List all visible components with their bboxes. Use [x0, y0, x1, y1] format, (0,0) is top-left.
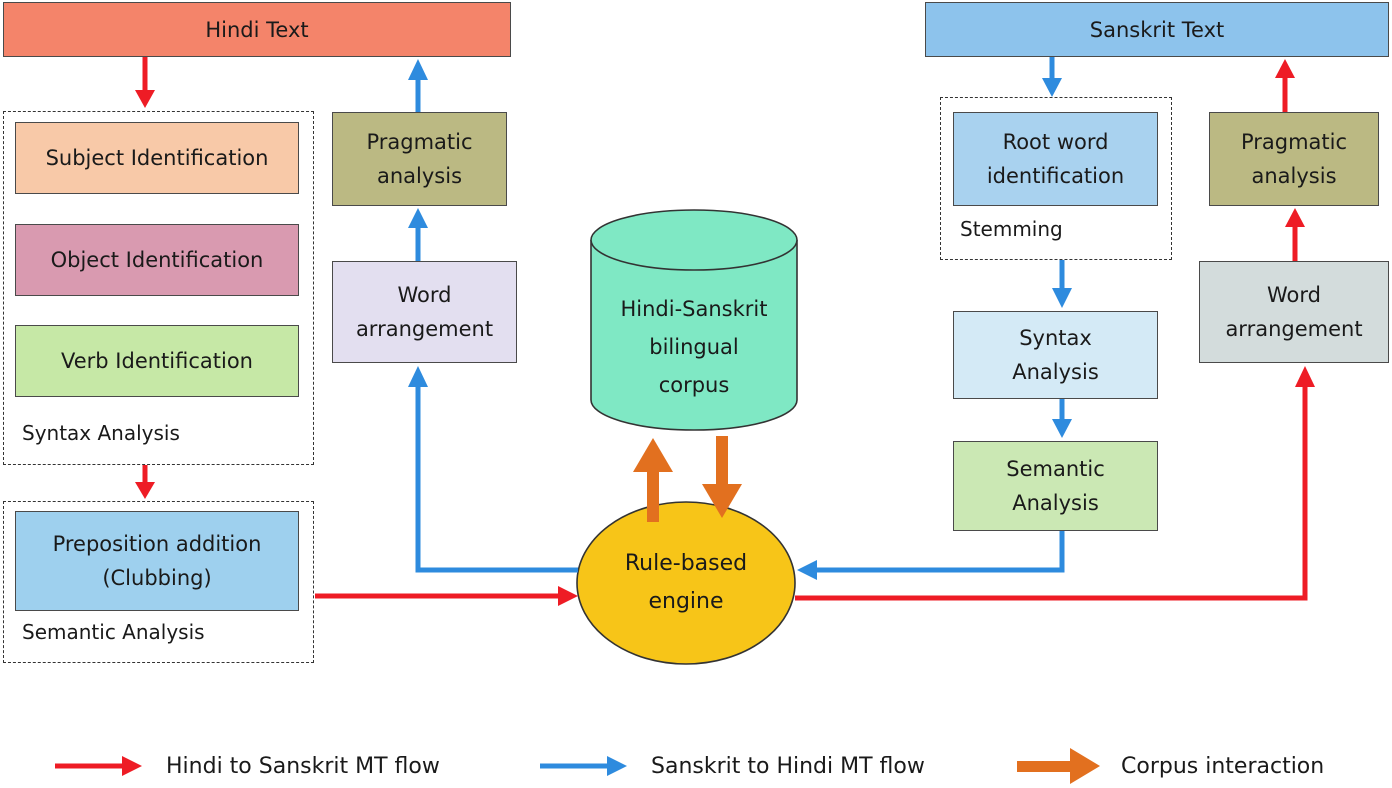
rule-based-engine-ellipse: [576, 501, 796, 665]
corpus-interaction-arrows: [633, 436, 742, 522]
right-word-line1: Word: [1267, 283, 1321, 307]
subject-identification-label: Subject Identification: [45, 146, 269, 170]
corpus-line1: Hindi-Sanskrit: [620, 297, 768, 321]
right-semantic-line1: Semantic: [1006, 457, 1105, 481]
stemming-label: Stemming: [960, 217, 1063, 241]
semantic-analysis-group: [3, 501, 314, 663]
left-word-arrangement-box: Word arrangement: [332, 261, 517, 363]
stemming-group: [940, 97, 1172, 260]
legend-orange-label: Corpus interaction: [1121, 754, 1325, 779]
verb-identification-label: Verb Identification: [61, 349, 253, 373]
right-pragmatic-line1: Pragmatic: [1240, 130, 1348, 154]
right-pragmatic-line2: analysis: [1251, 164, 1337, 188]
left-word-line1: Word: [397, 283, 452, 307]
right-semantic-line2: Analysis: [1012, 491, 1099, 515]
right-word-arrangement-box: Word arrangement: [1199, 261, 1389, 363]
left-pragmatic-line2: analysis: [376, 164, 463, 188]
syntax-analysis-label: Syntax Analysis: [22, 421, 180, 445]
engine-line1: Rule-based: [624, 551, 748, 576]
corpus-line3: corpus: [658, 373, 730, 397]
semantic-analysis-label: Semantic Analysis: [22, 620, 205, 644]
left-pragmatic-line1: Pragmatic: [366, 130, 473, 154]
red-flow-arrows: [135, 57, 1315, 606]
object-identification-box: Object Identification: [15, 224, 299, 296]
right-syntax-line2: Analysis: [1012, 360, 1099, 384]
sanskrit-text-label: Sanskrit Text: [1089, 17, 1225, 42]
right-pragmatic-analysis-box: Pragmatic analysis: [1209, 112, 1379, 206]
hindi-text-box: Hindi Text: [3, 2, 511, 57]
legend-orange-arrow: [1017, 748, 1100, 784]
hindi-text-label: Hindi Text: [205, 17, 309, 42]
root-word-line1: Root word: [1002, 130, 1109, 154]
left-pragmatic-analysis-box: Pragmatic analysis: [332, 112, 507, 206]
right-word-line2: arrangement: [1225, 317, 1363, 341]
right-syntax-line1: Syntax: [1019, 326, 1092, 350]
legend-red-arrow: [55, 756, 142, 776]
blue-flow-arrows: [408, 57, 1072, 580]
engine-line2: engine: [648, 589, 724, 614]
legend-blue-arrow: [540, 756, 627, 776]
corpus-line2: bilingual: [649, 335, 739, 359]
corpus-label: Hindi-Sanskrit bilingual corpus: [590, 290, 798, 404]
object-identification-label: Object Identification: [50, 248, 264, 272]
root-word-identification-box: Root word identification: [953, 112, 1158, 206]
preposition-addition-line2: (Clubbing): [102, 566, 212, 590]
legend-blue-label: Sanskrit to Hindi MT flow: [651, 754, 925, 779]
syntax-analysis-group: [3, 111, 314, 465]
engine-label: Rule-based engine: [578, 545, 794, 621]
verb-identification-box: Verb Identification: [15, 325, 299, 397]
right-syntax-analysis-box: Syntax Analysis: [953, 311, 1158, 399]
preposition-addition-line1: Preposition addition: [52, 532, 262, 556]
preposition-addition-box: Preposition addition (Clubbing): [15, 511, 299, 611]
legend-red-label: Hindi to Sanskrit MT flow: [166, 754, 440, 779]
right-semantic-analysis-box: Semantic Analysis: [953, 441, 1158, 531]
root-word-line2: identification: [986, 164, 1125, 188]
subject-identification-box: Subject Identification: [15, 122, 299, 194]
corpus-cylinder: [590, 209, 798, 431]
sanskrit-text-box: Sanskrit Text: [925, 2, 1389, 57]
left-word-line2: arrangement: [355, 317, 494, 341]
